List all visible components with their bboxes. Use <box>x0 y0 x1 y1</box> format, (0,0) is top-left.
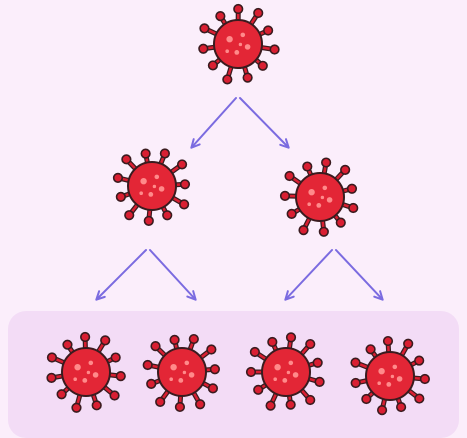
arrow-icon <box>239 97 290 149</box>
virus-icon <box>279 157 359 237</box>
virus-icon <box>198 3 280 85</box>
bottom-generation-panel <box>8 311 459 438</box>
arrows-group <box>95 97 384 301</box>
arrow-icon <box>284 249 333 301</box>
virus-icon <box>142 333 220 413</box>
virus-icon <box>245 332 325 411</box>
virus-icon <box>46 331 126 413</box>
arrow-icon <box>95 249 147 301</box>
arrow-icon <box>190 97 237 149</box>
viruses-group <box>46 3 430 416</box>
arrow-icon <box>335 249 384 301</box>
virus-icon <box>350 335 430 416</box>
arrow-icon <box>149 249 197 301</box>
virus-icon <box>112 148 191 226</box>
